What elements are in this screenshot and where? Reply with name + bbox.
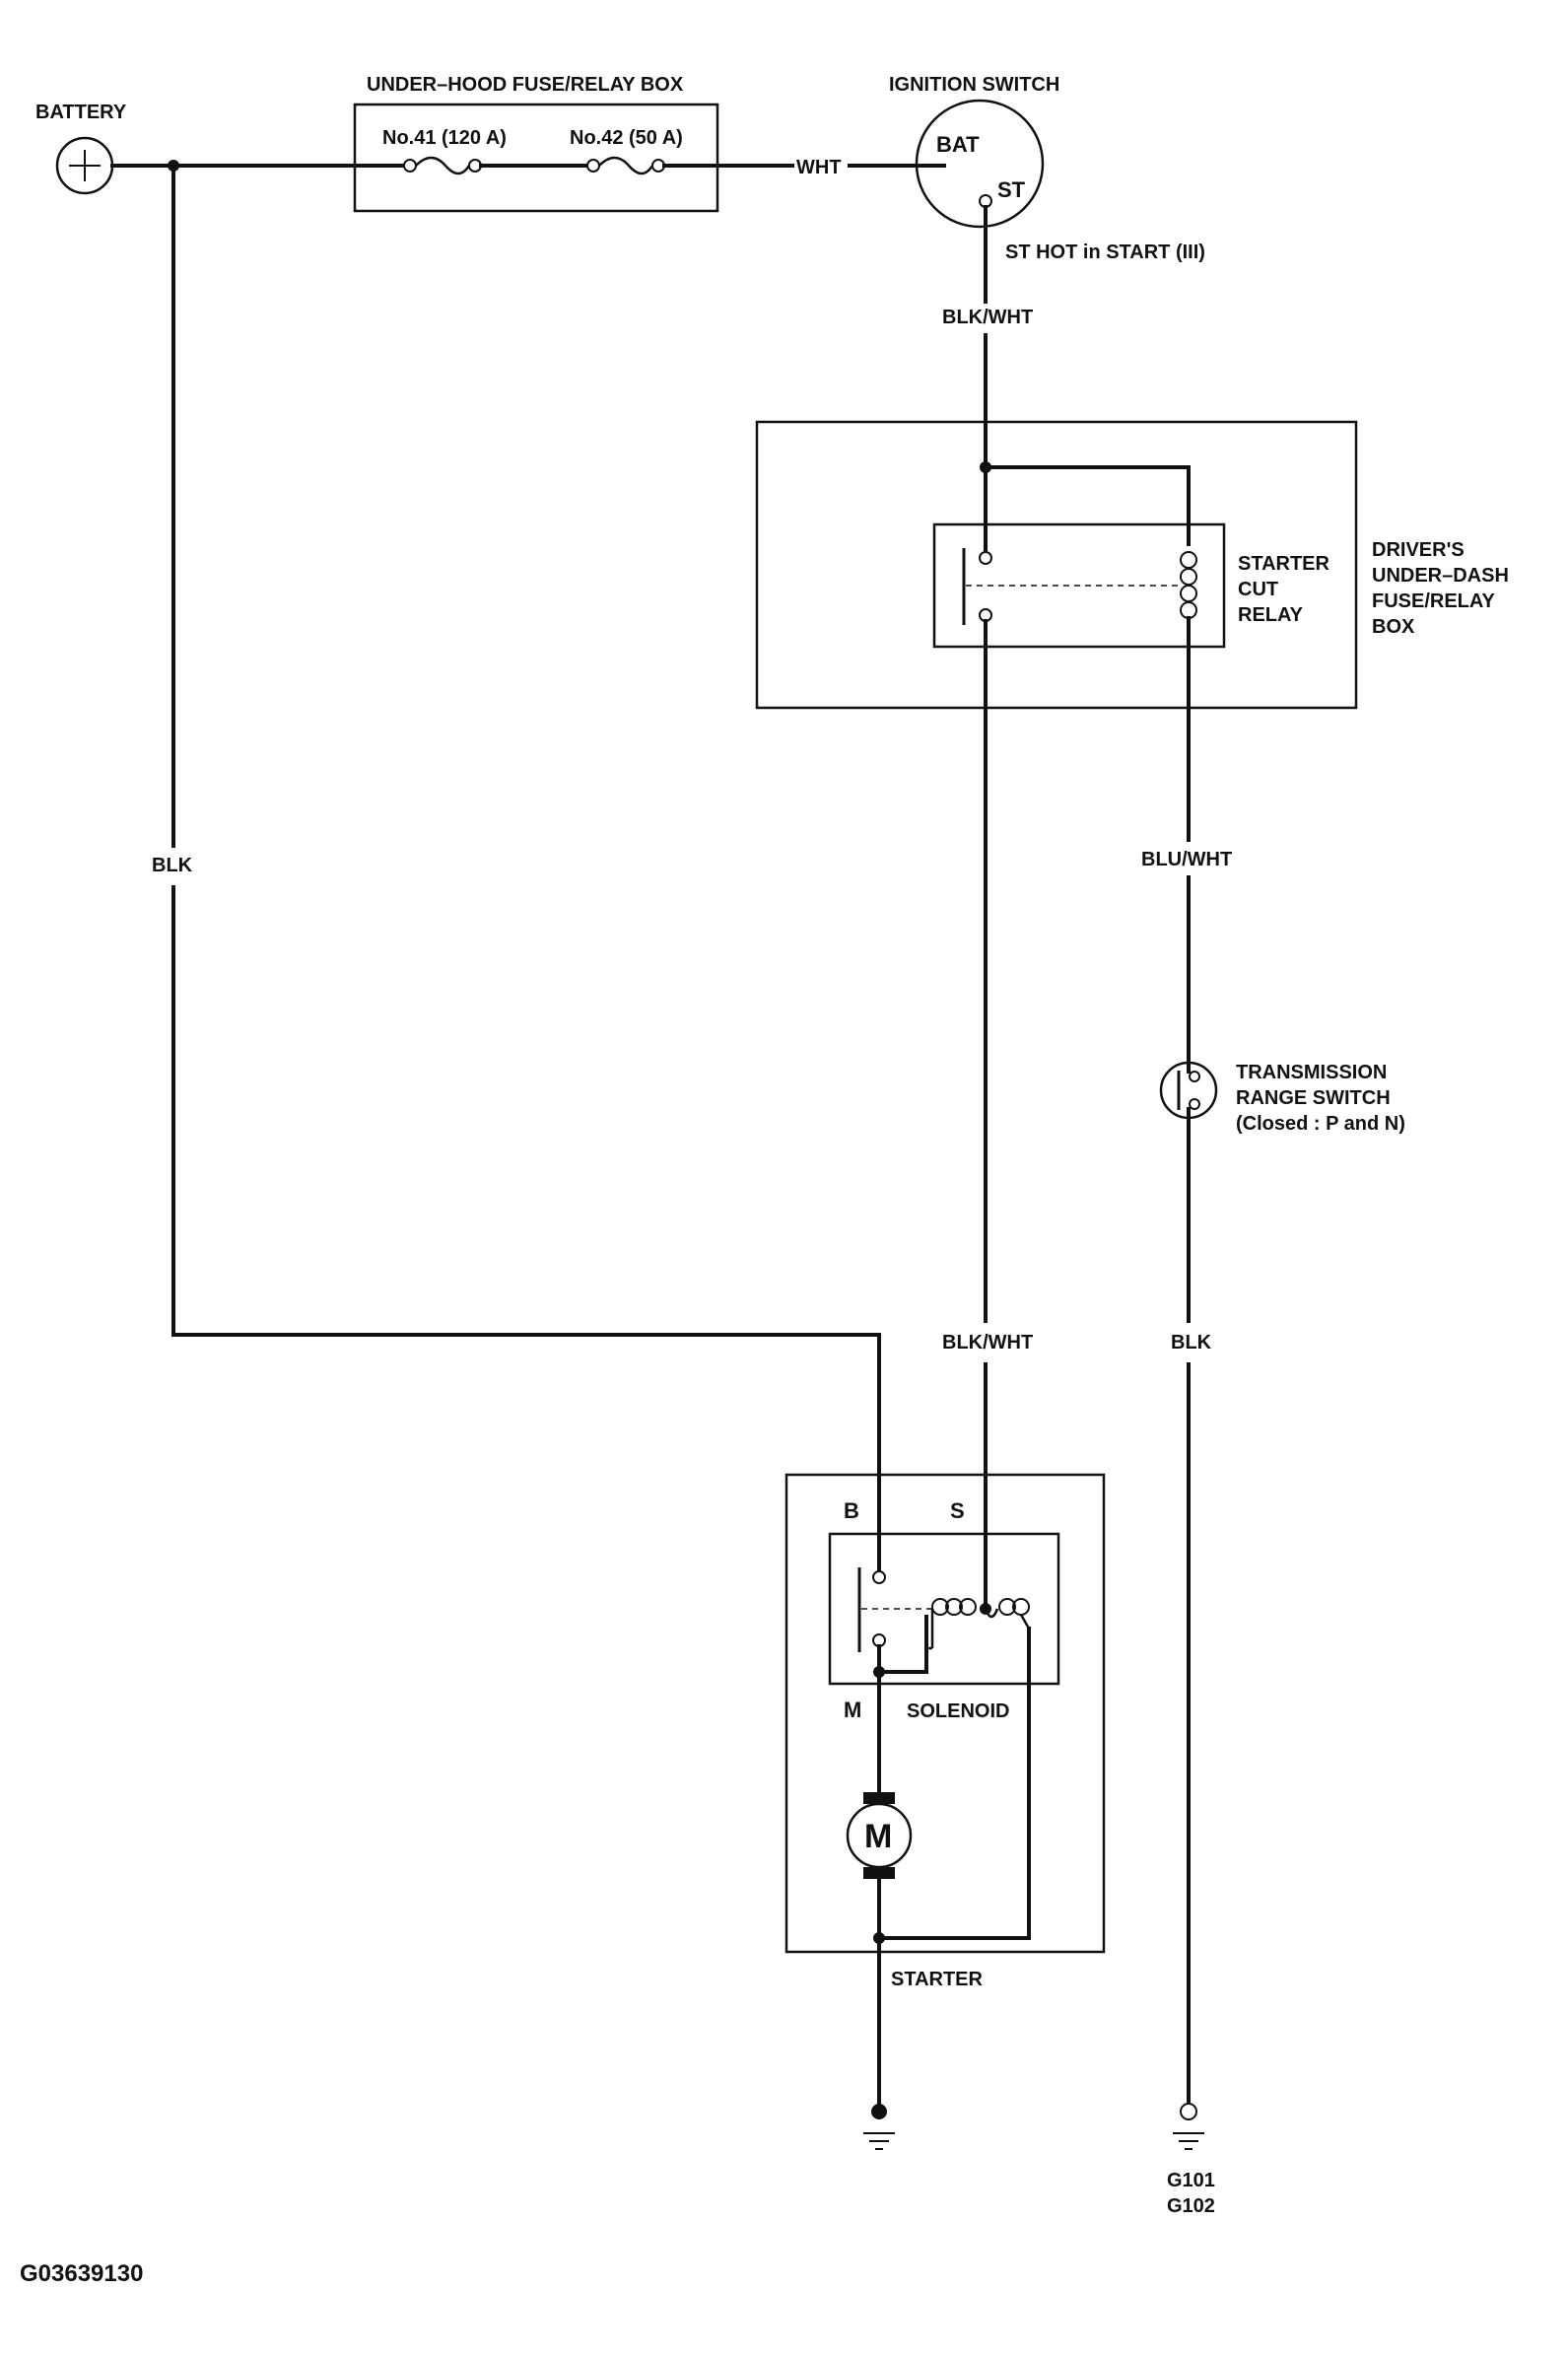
starter-motor: M: [846, 1792, 913, 1879]
starter-assembly: B S M SOLENOID STARTER: [784, 1473, 1106, 1990]
wire-label-bluwht: BLU/WHT: [1141, 849, 1232, 870]
ground-label-g102: G102: [1167, 2195, 1215, 2217]
under-hood-fuse-relay-box: UNDER–HOOD FUSE/RELAY BOX No.41 (120 A) …: [353, 74, 719, 213]
under-dash-label-3: FUSE/RELAY: [1372, 590, 1496, 612]
solenoid-coils: [931, 1598, 1030, 1619]
fuse-41-label: No.41 (120 A): [382, 127, 507, 149]
fuse-box-label: UNDER–HOOD FUSE/RELAY BOX: [367, 74, 684, 96]
range-switch-label-2: RANGE SWITCH: [1236, 1087, 1391, 1109]
motor-symbol-label: M: [864, 1818, 892, 1855]
ground-g101-g102: G101 G102: [1167, 2103, 1215, 2217]
under-dash-fuse-relay-box: DRIVER'S UNDER–DASH FUSE/RELAY BOX: [755, 420, 1509, 710]
wire-label-range-blk: BLK: [1171, 1332, 1212, 1353]
relay-coil: [1180, 551, 1197, 619]
range-switch-label-1: TRANSMISSION: [1236, 1062, 1387, 1083]
ground-label-g101: G101: [1167, 2170, 1215, 2191]
relay-contact-top: [979, 551, 992, 565]
ignition-switch-label: IGNITION SWITCH: [889, 74, 1059, 96]
starter-cut-relay: STARTER CUT RELAY: [932, 465, 1330, 649]
starter-terminal-m: M: [844, 1698, 861, 1722]
splice-solenoid-m: [873, 1666, 885, 1678]
under-dash-label-4: BOX: [1372, 616, 1415, 638]
starter-terminal-s: S: [950, 1498, 965, 1523]
ignition-st-terminal: ST: [997, 177, 1026, 202]
battery-label: BATTERY: [35, 102, 127, 123]
ignition-bat-terminal: BAT: [936, 132, 980, 157]
solenoid-contact-b: [872, 1570, 886, 1584]
fuse-42-label: No.42 (50 A): [570, 127, 683, 149]
figure-id: G03639130: [20, 2260, 143, 2287]
fuse-42-symbol: [586, 156, 665, 175]
starter-label: STARTER: [891, 1969, 984, 1990]
wire-label-wht: WHT: [796, 157, 842, 178]
transmission-range-switch: TRANSMISSION RANGE SWITCH (Closed : P an…: [1159, 1061, 1405, 1135]
solenoid-box: [828, 1532, 1060, 1686]
under-dash-label-1: DRIVER'S: [1372, 539, 1465, 561]
battery: BATTERY: [35, 102, 127, 195]
starter-terminal-b: B: [844, 1498, 859, 1523]
ignition-switch: IGNITION SWITCH BAT ST ST HOT in START (…: [889, 74, 1205, 263]
solenoid-label: SOLENOID: [907, 1700, 1009, 1722]
splice-solenoid-s: [980, 1603, 991, 1615]
relay-label-1: STARTER: [1238, 553, 1330, 575]
range-switch-label-3: (Closed : P and N): [1236, 1113, 1405, 1135]
under-dash-label-2: UNDER–DASH: [1372, 565, 1509, 587]
relay-label-2: CUT: [1238, 579, 1278, 600]
wire-label-relay-blkwht: BLK/WHT: [942, 1332, 1033, 1353]
fuse-41-symbol: [403, 156, 482, 175]
ground-starter: [863, 2104, 895, 2150]
wire-label-battery-blk: BLK: [152, 855, 193, 876]
wire-label-st-blkwht: BLK/WHT: [942, 307, 1033, 328]
ignition-st-note: ST HOT in START (III): [1005, 242, 1205, 263]
relay-label-3: RELAY: [1238, 604, 1304, 626]
